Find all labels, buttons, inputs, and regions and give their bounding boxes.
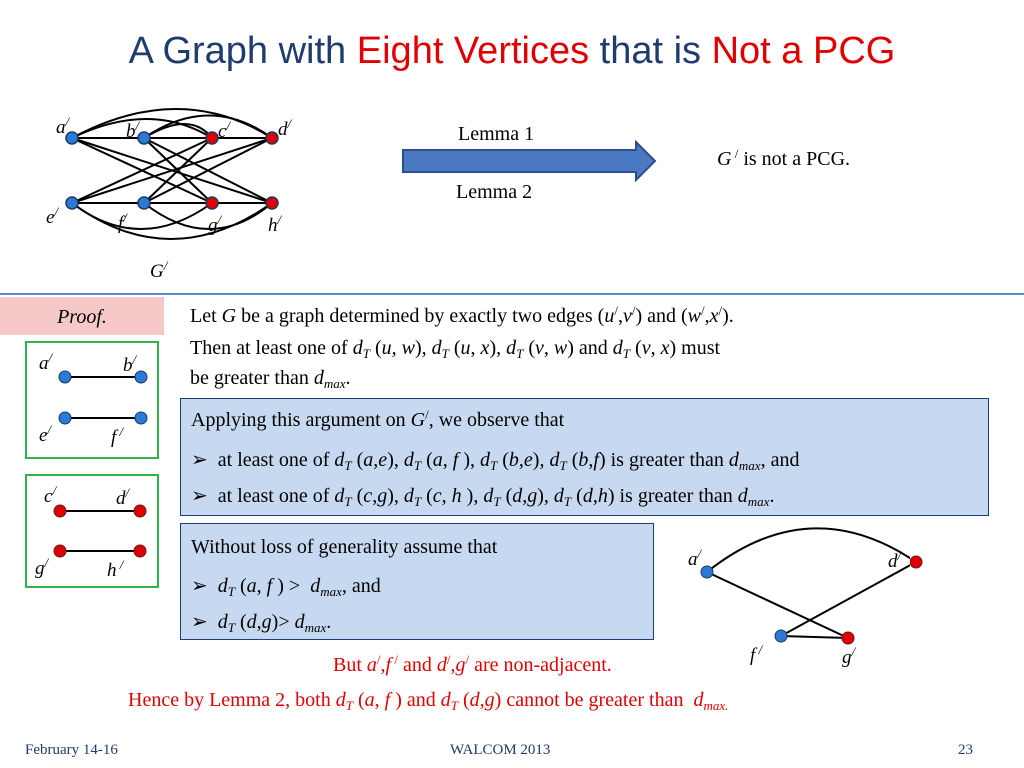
bottom-line-1: But a/,f / and d/,g/ are non-adjacent. [333,652,612,676]
graph-g-prime: a/ b/ c/ d/ e/ f/ g/ h/ G/ [46,108,293,282]
vertex-a [65,131,79,145]
vertex-c [53,504,67,518]
footer-date: February 14-16 [25,742,118,758]
svg-text:f /: f / [750,642,764,666]
svg-text:g/: g/ [842,644,857,668]
label-c: c/ [218,118,231,142]
svg-text:e/: e/ [39,422,52,446]
label-a: a/ [56,114,71,138]
vertex-f [774,629,788,643]
svg-text:d/: d/ [888,548,903,572]
small-graph: a/ d/ f / g/ [688,527,910,668]
lemma1-label: Lemma 1 [458,123,535,145]
applying-header: Applying this argument on G/, we observe… [191,407,565,431]
lemma2-label: Lemma 2 [456,181,533,203]
svg-text:a/: a/ [39,350,54,374]
wlog-header: Without loss of generality assume that [191,536,498,558]
graph-name: G/ [150,258,169,282]
vertex-d-small [910,555,923,569]
label-e: e/ [46,204,59,228]
vertex-h [133,544,147,558]
pair-box-ab-ef: a/ b/ e/ f / [25,341,159,459]
vertex-d [265,131,279,145]
svg-text:c/: c/ [44,483,57,507]
svg-text:a/: a/ [688,546,703,570]
proof-line-3: be greater than dmax. [190,367,351,391]
vertex-f [134,411,148,425]
proof-line-1: Let G be a graph determined by exactly t… [190,303,734,327]
conclusion-text: G / is not a PCG. [717,146,851,170]
vertex-a [58,370,72,384]
vertex-h [265,196,279,210]
label-f: f/ [118,210,128,234]
footer-page-number: 23 [958,742,973,758]
proof-line-2: Then at least one of dT (u, w), dT (u, x… [190,337,721,361]
vertex-b [137,131,151,145]
vertex-a [700,565,714,579]
wlog-bullet-1: ➢ dT (a, f ) > dmax, and [191,575,381,599]
vertex-c [205,131,219,145]
divider [0,293,1024,295]
vertex-d [133,504,147,518]
label-b: b/ [126,118,141,142]
vertex-f [137,196,151,210]
svg-text:d/: d/ [116,485,131,509]
svg-text:f /: f / [111,424,125,448]
bottom-line-2: Hence by Lemma 2, both dT (a, f ) and dT… [128,689,729,713]
applying-bullet-1: ➢ at least one of dT (a,e), dT (a, f ), … [191,449,800,473]
label-g: g/ [208,212,223,236]
wlog-box: Without loss of generality assume that ➢… [180,523,654,640]
wlog-bullet-2: ➢ dT (d,g)> dmax. [191,611,332,635]
pair-box-cd-gh: c/ d/ g/ h / [25,474,159,588]
vertex-g [841,631,855,645]
implication-arrow [402,140,657,182]
svg-text:h /: h / [107,557,125,581]
vertex-g [205,196,219,210]
proof-label: Proof. [0,297,164,335]
svg-text:b/: b/ [123,352,138,376]
footer-conference: WALCOM 2013 [450,742,551,758]
vertex-g [53,544,67,558]
vertex-b [134,370,148,384]
applying-box: Applying this argument on G/, we observe… [180,398,989,516]
vertex-e [65,196,79,210]
slide-title: A Graph with Eight Vertices that is Not … [128,30,896,72]
svg-text:g/: g/ [35,555,50,579]
applying-bullet-2: ➢ at least one of dT (c,g), dT (c, h ), … [191,485,775,509]
label-d: d/ [278,116,293,140]
label-h: h/ [268,212,283,236]
vertex-e [58,411,72,425]
